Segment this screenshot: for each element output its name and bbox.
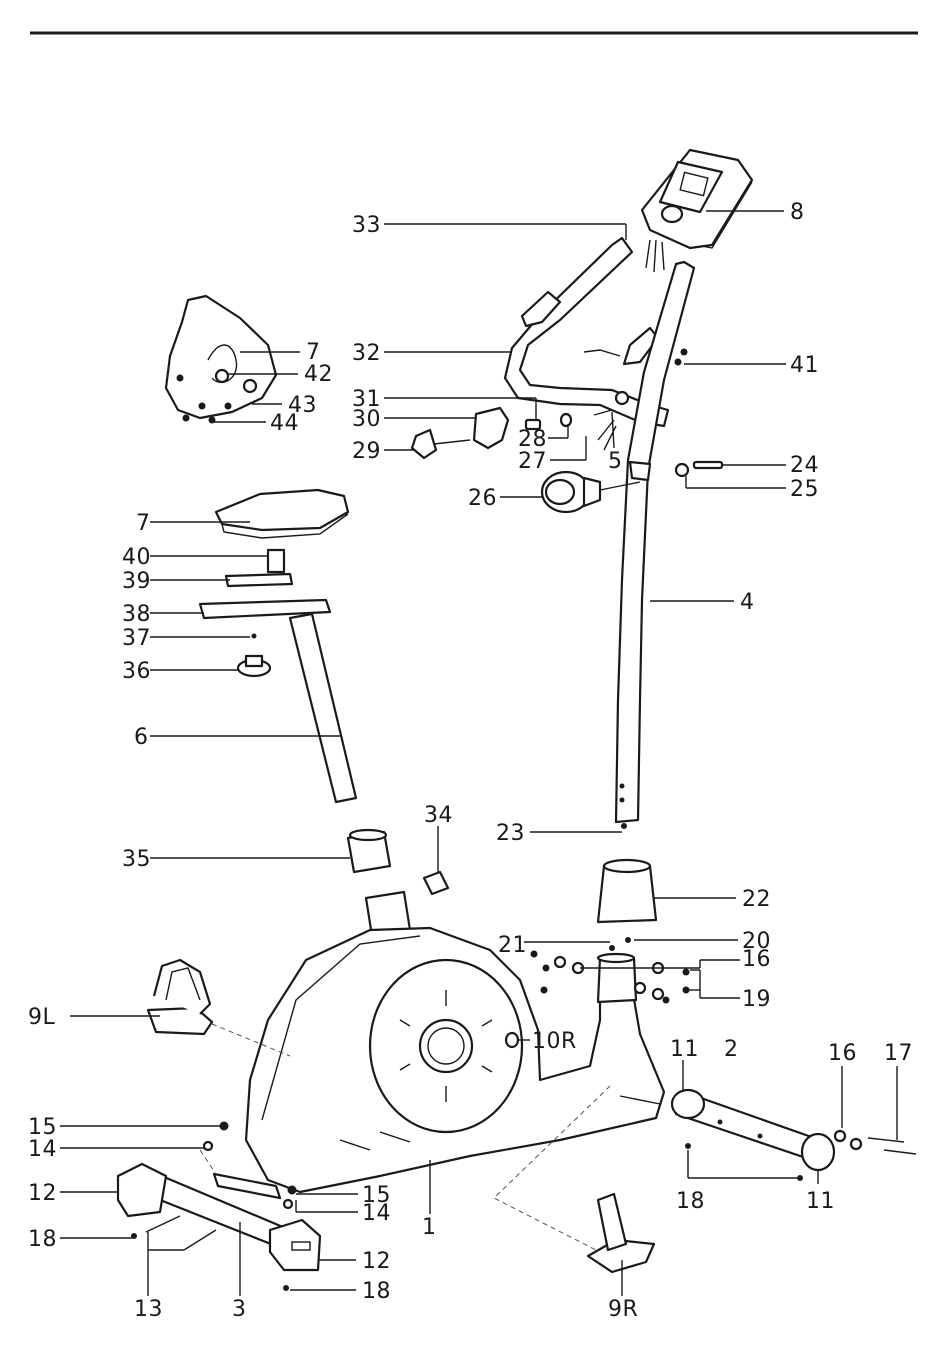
right-pedal-part bbox=[588, 1194, 654, 1272]
main-frame-part bbox=[246, 892, 664, 1192]
callout-22: 22 bbox=[742, 887, 771, 912]
callout-2: 2 bbox=[724, 1037, 739, 1062]
callout-17: 17 bbox=[884, 1041, 913, 1066]
callout-16-lower: 16 bbox=[828, 1041, 857, 1066]
callout-30: 30 bbox=[352, 407, 381, 432]
callout-26: 26 bbox=[468, 486, 497, 511]
callout-29: 29 bbox=[352, 439, 381, 464]
callout-14-left: 14 bbox=[28, 1137, 57, 1162]
callout-12-left: 12 bbox=[28, 1181, 57, 1206]
handle-clamp-parts bbox=[412, 349, 722, 476]
callout-6: 6 bbox=[134, 725, 149, 750]
callout-34: 34 bbox=[424, 803, 453, 828]
callout-12-right: 12 bbox=[362, 1249, 391, 1274]
callout-1: 1 bbox=[422, 1215, 437, 1240]
callout-7-seat: 7 bbox=[136, 511, 151, 536]
callout-19: 19 bbox=[742, 987, 771, 1012]
callout-9L: 9L bbox=[28, 1005, 55, 1030]
callout-42: 42 bbox=[304, 362, 333, 387]
callout-36: 36 bbox=[122, 659, 151, 684]
callout-40: 40 bbox=[122, 545, 151, 570]
callout-39: 39 bbox=[122, 569, 151, 594]
seat-post-parts bbox=[200, 550, 356, 802]
callout-18-rear: 18 bbox=[676, 1189, 705, 1214]
callout-32: 32 bbox=[352, 341, 381, 366]
callout-3: 3 bbox=[232, 1297, 247, 1322]
callout-25: 25 bbox=[790, 477, 819, 502]
callout-37: 37 bbox=[122, 626, 151, 651]
seat-part bbox=[216, 490, 348, 538]
callout-21: 21 bbox=[498, 933, 527, 958]
callout-35: 35 bbox=[122, 847, 151, 872]
callout-10R: 10R bbox=[532, 1029, 577, 1054]
callout-38: 38 bbox=[122, 602, 151, 627]
main-column-part bbox=[616, 262, 694, 822]
callout-18-left: 18 bbox=[28, 1227, 57, 1252]
callout-44: 44 bbox=[270, 411, 299, 436]
callout-8: 8 bbox=[790, 200, 805, 225]
callout-18-bottom: 18 bbox=[362, 1279, 391, 1304]
callout-5: 5 bbox=[608, 449, 623, 474]
callout-27: 27 bbox=[518, 449, 547, 474]
callout-4: 4 bbox=[740, 590, 755, 615]
column-sleeve-part bbox=[598, 860, 656, 922]
frame-sleeve-parts bbox=[348, 830, 448, 894]
callout-14-right: 14 bbox=[362, 1201, 391, 1226]
callout-16-upper: 16 bbox=[742, 947, 771, 972]
callout-23: 23 bbox=[496, 821, 525, 846]
callout-41: 41 bbox=[790, 353, 819, 378]
callout-11-lower: 11 bbox=[806, 1189, 835, 1214]
left-pedal-part bbox=[148, 960, 212, 1034]
rear-stabilizer-part bbox=[672, 1090, 834, 1170]
callout-33: 33 bbox=[352, 213, 381, 238]
callout-24: 24 bbox=[790, 453, 819, 478]
callout-13: 13 bbox=[134, 1297, 163, 1322]
callout-11-upper: 11 bbox=[670, 1037, 699, 1062]
callout-9R: 9R bbox=[608, 1297, 638, 1322]
